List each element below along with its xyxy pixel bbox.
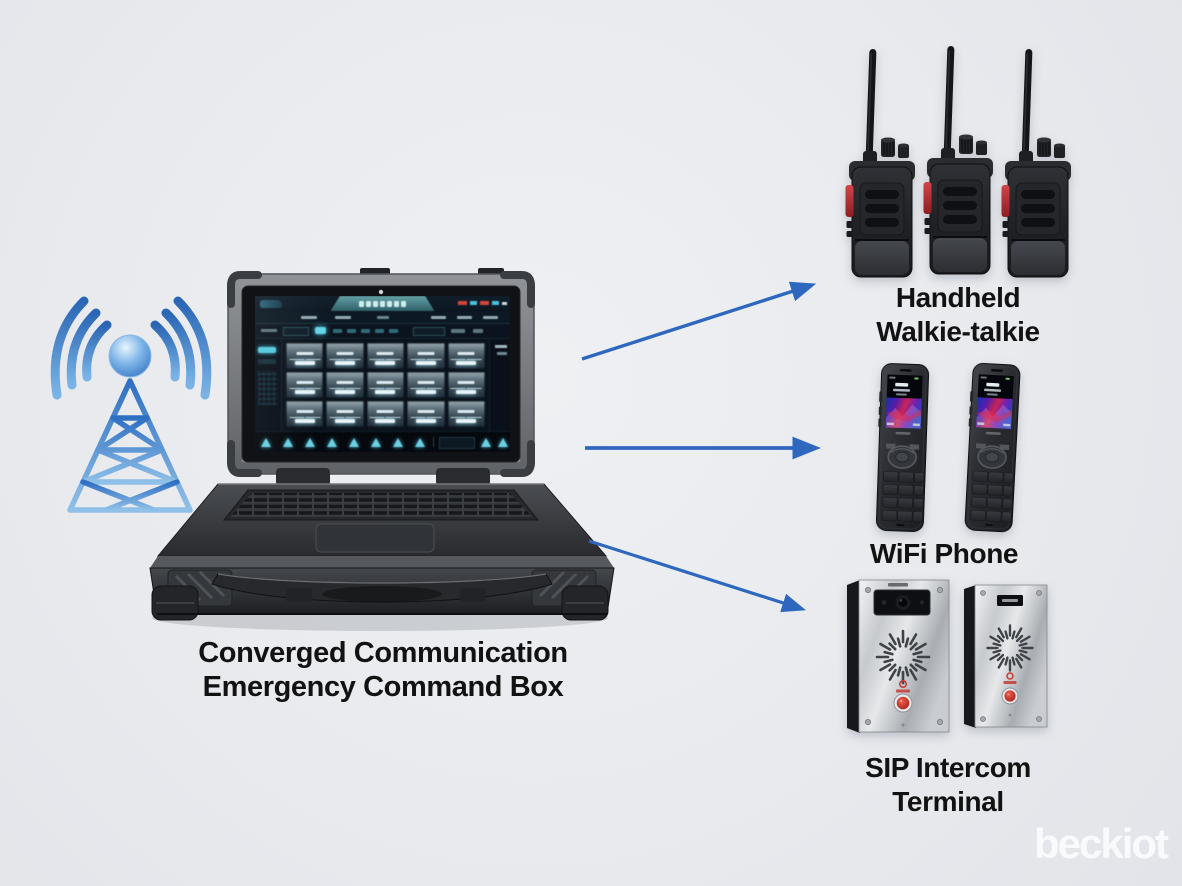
screen-device-card xyxy=(366,401,405,427)
tower-lattice xyxy=(67,378,193,513)
screen-status-indicators xyxy=(458,301,507,305)
radio-tower-icon xyxy=(50,296,212,513)
screen-device-card xyxy=(326,343,364,369)
brand-watermark: beckiot xyxy=(1034,820,1169,867)
walkie-talkie-label-line2: Walkie-talkie xyxy=(876,316,1040,347)
sip-intercom-1 xyxy=(844,579,951,734)
screen-nav-bar xyxy=(255,312,510,324)
signal-waves xyxy=(50,296,212,400)
walkie-talkie-3 xyxy=(999,45,1077,285)
keyboard-keys xyxy=(230,493,532,517)
walkie-talkie-1 xyxy=(843,45,921,285)
sip-intercom-label-line1: SIP Intercom xyxy=(865,752,1031,783)
wifi-phone-1 xyxy=(863,361,939,535)
screen-device-grid xyxy=(282,339,489,431)
screen-toolbar xyxy=(255,324,510,339)
command-box-label-line2: Emergency Command Box xyxy=(202,671,564,703)
trackpad xyxy=(315,523,435,553)
screen-device-card xyxy=(447,343,485,369)
screen-header xyxy=(255,296,510,312)
screen-device-card xyxy=(366,343,405,369)
command-box-label-line1: Converged Communication xyxy=(198,637,568,669)
screen-device-card xyxy=(407,372,445,398)
webcam-dot xyxy=(378,289,384,295)
sip-intercom-2 xyxy=(962,584,1048,729)
lid-corner-bumpers xyxy=(227,271,535,477)
screen-device-card xyxy=(366,372,405,398)
screen-bottom-bar xyxy=(255,431,510,452)
sip-intercom-group xyxy=(842,576,1052,738)
wifi-phone-2 xyxy=(952,360,1031,535)
sip-intercom-label-line2: Terminal xyxy=(892,786,1004,817)
screen-device-card xyxy=(286,401,324,427)
screen-device-card xyxy=(447,372,485,398)
walkie-talkie-label-line1: Handheld xyxy=(895,282,1021,313)
screen-device-card xyxy=(407,343,445,369)
command-box-laptop xyxy=(148,262,648,637)
walkie-talkie-group xyxy=(835,45,1085,290)
command-box-label: Converged Communication Emergency Comman… xyxy=(183,636,583,704)
screen-device-card xyxy=(407,401,445,427)
wifi-phone-label: WiFi Phone xyxy=(794,537,1094,571)
screen-active-filter xyxy=(315,327,326,334)
screen-sidebar-left xyxy=(255,339,282,431)
screen-device-card xyxy=(326,372,364,398)
screen-sidebar-right xyxy=(489,339,510,431)
wifi-phone-label-text: WiFi Phone xyxy=(869,538,1019,569)
tower-beacon xyxy=(108,334,152,378)
sip-intercom-label: SIP Intercom Terminal xyxy=(798,751,1098,819)
walkie-talkie-label: Handheld Walkie-talkie xyxy=(790,281,1126,349)
screen-title-banner xyxy=(330,296,435,311)
screen-device-card xyxy=(286,343,324,369)
wifi-phone-group xyxy=(862,362,1032,537)
screen-device-card xyxy=(286,372,324,398)
screen-input-box xyxy=(439,437,475,449)
screen-device-card xyxy=(447,401,485,427)
screen-logo xyxy=(260,300,282,308)
walkie-talkie-2 xyxy=(921,42,999,282)
screen-device-card xyxy=(326,401,364,427)
laptop-screen xyxy=(255,296,510,452)
